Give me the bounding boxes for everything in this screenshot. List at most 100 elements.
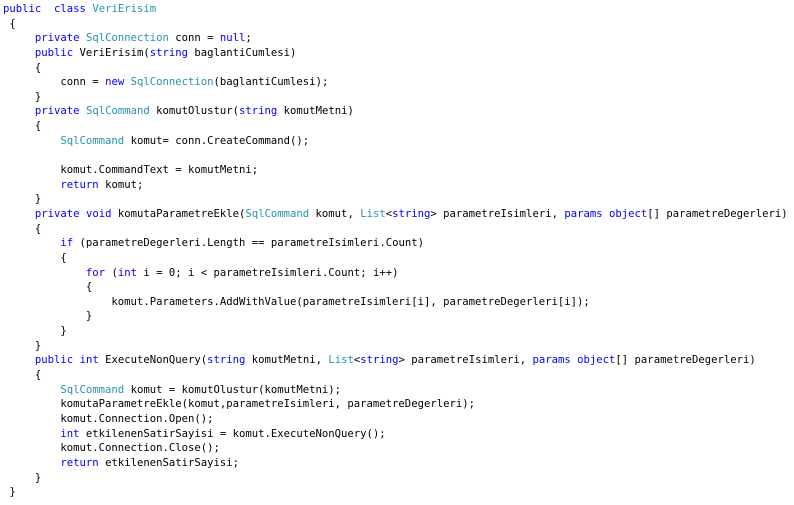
code-line[interactable]: komut.Connection.Open(); bbox=[3, 412, 788, 427]
code-line[interactable]: public VeriErisim(string baglantiCumlesi… bbox=[3, 46, 788, 61]
code-line[interactable]: { bbox=[3, 251, 788, 266]
type-token: List bbox=[328, 354, 354, 367]
keyword-token: object bbox=[577, 354, 616, 367]
code-text: komut.CommandText = komutMetni; bbox=[3, 164, 259, 177]
code-line[interactable]: komutaParametreEkle(komut,parametreIsiml… bbox=[3, 397, 788, 412]
keyword-token: string bbox=[239, 105, 278, 118]
code-line[interactable]: } bbox=[3, 324, 788, 339]
code-line[interactable]: { bbox=[3, 119, 788, 134]
code-line[interactable]: } bbox=[3, 339, 788, 354]
code-text bbox=[3, 208, 35, 220]
code-text: ; bbox=[245, 32, 252, 45]
code-line[interactable]: } bbox=[3, 485, 788, 500]
code-text bbox=[41, 3, 54, 15]
code-line[interactable]: } bbox=[3, 192, 788, 207]
keyword-token: public bbox=[3, 3, 42, 15]
keyword-token: return bbox=[60, 456, 99, 469]
code-text: (baglantiCumlesi); bbox=[213, 76, 329, 89]
type-token: SqlCommand bbox=[85, 105, 150, 118]
code-text: i = 0; i < parametreIsimleri.Count; i++) bbox=[136, 266, 399, 279]
code-line[interactable]: { bbox=[3, 17, 788, 32]
type-token: List bbox=[360, 207, 386, 220]
keyword-token: object bbox=[609, 207, 648, 220]
code-line[interactable]: } bbox=[3, 471, 788, 486]
keyword-token: new bbox=[105, 76, 125, 89]
keyword-token: int bbox=[60, 427, 80, 440]
code-line[interactable]: private SqlConnection conn = null; bbox=[3, 31, 788, 46]
code-line[interactable]: int etkilenenSatirSayisi = komut.Execute… bbox=[3, 427, 788, 442]
code-text: komutaParametreEkle( bbox=[111, 207, 246, 220]
code-text: { bbox=[3, 222, 42, 235]
code-line[interactable]: } bbox=[3, 90, 788, 105]
code-line[interactable]: for (int i = 0; i < parametreIsimleri.Co… bbox=[3, 266, 788, 281]
code-line[interactable]: conn = new SqlConnection(baglantiCumlesi… bbox=[3, 75, 788, 90]
code-text: { bbox=[3, 61, 42, 74]
code-block[interactable]: public class VeriErisim { private SqlCon… bbox=[3, 2, 788, 500]
keyword-token: class bbox=[54, 3, 86, 15]
code-text: komut, bbox=[309, 207, 361, 220]
code-line[interactable]: return komut; bbox=[3, 178, 788, 193]
code-line[interactable]: komut.Parameters.AddWithValue(parametreI… bbox=[3, 295, 788, 310]
code-line[interactable]: { bbox=[3, 368, 788, 383]
code-text: } bbox=[3, 486, 16, 499]
keyword-token: private bbox=[34, 207, 80, 220]
code-line[interactable]: public class VeriErisim bbox=[3, 2, 788, 17]
code-text: etkilenenSatirSayisi; bbox=[98, 456, 240, 469]
code-text: baglantiCumlesi) bbox=[188, 46, 297, 59]
keyword-token: for bbox=[85, 266, 106, 279]
code-text: < bbox=[353, 354, 361, 367]
code-text: [] parametreDegerleri) bbox=[615, 354, 756, 367]
code-text bbox=[3, 135, 60, 147]
code-text: komut= conn.CreateCommand(); bbox=[124, 134, 310, 147]
code-text: komutOlustur( bbox=[149, 105, 240, 118]
code-text: (parametreDegerleri.Length == parametreI… bbox=[73, 237, 424, 250]
code-text: < bbox=[385, 207, 393, 220]
code-line[interactable]: return etkilenenSatirSayisi; bbox=[3, 456, 788, 471]
type-token: SqlCommand bbox=[60, 383, 125, 396]
code-text: } bbox=[3, 90, 42, 103]
keyword-token: public bbox=[34, 354, 74, 367]
code-line[interactable]: public int ExecuteNonQuery(string komutM… bbox=[3, 353, 788, 368]
code-line[interactable]: private SqlCommand komutOlustur(string k… bbox=[3, 104, 788, 119]
code-line[interactable]: { bbox=[3, 61, 788, 76]
code-text bbox=[3, 457, 60, 469]
code-text: conn = bbox=[3, 76, 106, 89]
code-line[interactable]: { bbox=[3, 222, 788, 237]
code-line[interactable]: if (parametreDegerleri.Length == paramet… bbox=[3, 236, 788, 251]
type-token: SqlConnection bbox=[85, 32, 169, 45]
code-text: komut.Connection.Open(); bbox=[3, 412, 214, 425]
keyword-token: string bbox=[360, 354, 399, 367]
code-text: } bbox=[3, 325, 67, 338]
code-text: ExecuteNonQuery( bbox=[98, 354, 208, 367]
code-text: { bbox=[3, 369, 42, 382]
keyword-token: private bbox=[34, 32, 80, 45]
type-token: SqlCommand bbox=[60, 134, 125, 147]
code-line[interactable]: SqlCommand komut = komutOlustur(komutMet… bbox=[3, 383, 788, 398]
code-line[interactable] bbox=[3, 148, 788, 163]
code-text: komut.Connection.Close(); bbox=[3, 442, 220, 455]
keyword-token: params bbox=[564, 207, 603, 220]
keyword-token: if bbox=[60, 237, 74, 250]
type-token: VeriErisim bbox=[92, 3, 157, 15]
code-text bbox=[3, 47, 35, 59]
code-line[interactable]: private void komutaParametreEkle(SqlComm… bbox=[3, 207, 788, 222]
code-text: { bbox=[3, 17, 16, 30]
code-text bbox=[3, 237, 60, 249]
code-line[interactable]: } bbox=[3, 309, 788, 324]
code-text: komut.Parameters.AddWithValue(parametreI… bbox=[3, 295, 590, 308]
code-line[interactable]: SqlCommand komut= conn.CreateCommand(); bbox=[3, 134, 788, 149]
code-line[interactable]: komut.Connection.Close(); bbox=[3, 441, 788, 456]
code-line[interactable]: { bbox=[3, 280, 788, 295]
code-text: } bbox=[3, 193, 42, 206]
keyword-token: int bbox=[79, 354, 99, 367]
code-text: { bbox=[3, 120, 42, 133]
code-text: komut; bbox=[98, 178, 144, 191]
code-line[interactable]: komut.CommandText = komutMetni; bbox=[3, 163, 788, 178]
type-token: SqlConnection bbox=[130, 76, 214, 89]
keyword-token: null bbox=[219, 32, 246, 45]
code-text bbox=[3, 384, 60, 396]
code-text: VeriErisim( bbox=[73, 46, 150, 59]
code-text: { bbox=[3, 281, 93, 294]
code-text: conn = bbox=[168, 32, 220, 45]
